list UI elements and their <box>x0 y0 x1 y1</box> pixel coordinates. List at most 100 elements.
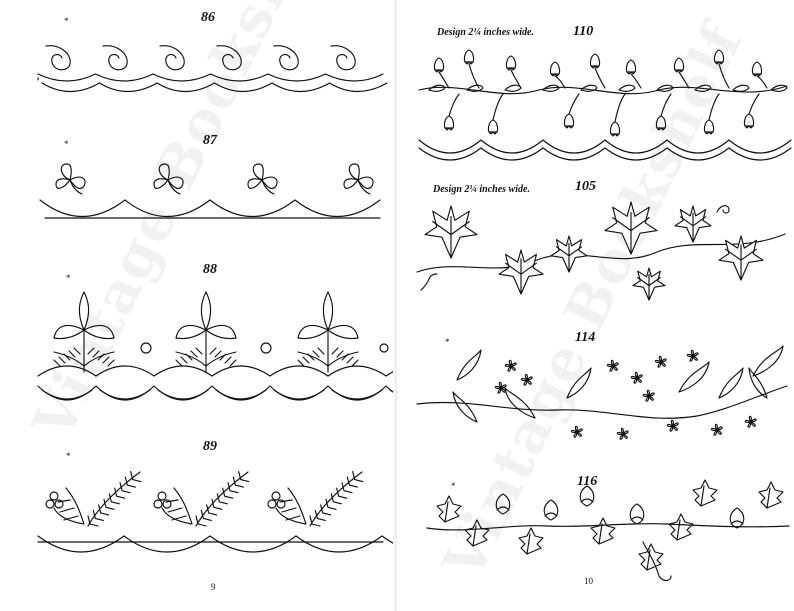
serrated-leaf <box>668 513 694 541</box>
five-petal-flower <box>494 381 507 394</box>
flower-center <box>634 375 640 381</box>
ivy-leaf-veins <box>555 242 583 273</box>
fern-stem <box>309 471 363 527</box>
design-110-caption: Design 2¼ inches wide. <box>437 27 534 38</box>
ivy-leaf-veins <box>612 211 650 255</box>
sprig-stem <box>416 385 788 419</box>
bell-flower <box>703 119 715 135</box>
paisley-motif <box>102 45 128 71</box>
dot-ornament <box>140 342 152 354</box>
design-87-number: 87 <box>203 133 217 148</box>
design-110-number: 110 <box>573 24 594 39</box>
bell-flower <box>487 119 499 135</box>
fern-stem <box>195 471 249 527</box>
paisley-motif <box>159 45 185 71</box>
right-page: Vintage Bookshelf Design 2¼ inches wide.… <box>397 0 794 611</box>
design-87-marker: * <box>64 139 69 149</box>
five-petal-flower <box>630 371 643 384</box>
shamrock-leaf <box>167 176 184 190</box>
berry <box>271 491 281 501</box>
ivy-leaf-veins <box>505 258 537 295</box>
ivy-leaf-veins <box>725 244 757 281</box>
design-116-number: 116 <box>577 474 598 489</box>
fern-side-stem <box>287 487 307 525</box>
shamrock-leaf <box>247 178 263 189</box>
design-114-number: 114 <box>575 330 596 345</box>
berry <box>157 491 167 501</box>
shamrock-leaf <box>261 176 278 190</box>
leaf-top <box>322 291 334 331</box>
design-116-marker: * <box>451 481 456 491</box>
bell-flower <box>673 57 685 73</box>
shamrock-leaf <box>153 178 169 189</box>
shamrock-leaf <box>252 163 264 181</box>
leaf-midrib <box>598 523 603 545</box>
shamrock-leaf <box>55 178 71 189</box>
paisley-motif <box>273 45 299 71</box>
leaf-left <box>53 324 85 340</box>
sprig-leaf <box>504 387 536 419</box>
tendril <box>420 273 438 291</box>
bell-flower <box>743 113 755 129</box>
fern-stem <box>87 471 141 527</box>
serrated-leaf <box>638 543 664 571</box>
design-88-number: 88 <box>203 262 217 277</box>
sprig-leaf <box>718 367 744 399</box>
five-petal-flower <box>616 427 629 440</box>
serrated-leaf <box>436 495 462 523</box>
five-petal-flower <box>606 359 619 372</box>
scallop-inner <box>418 147 792 161</box>
vine-leaves <box>428 84 788 92</box>
scallop-swag-outer <box>39 199 381 217</box>
shamrock-leaf <box>343 178 359 189</box>
five-petal-flower <box>520 373 533 386</box>
scallop-inner <box>41 82 388 93</box>
berry <box>49 491 59 501</box>
shamrock-leaf <box>69 176 86 190</box>
fern-side-fronds <box>57 499 79 521</box>
leaf-midrib <box>444 501 449 523</box>
leaf-right <box>83 324 115 340</box>
berry <box>276 499 286 509</box>
five-petal-flower <box>666 419 679 432</box>
fern-side-stem <box>173 487 193 525</box>
berry <box>162 499 172 509</box>
bell-flower <box>563 113 575 129</box>
design-114-flower-sprig-border <box>416 345 788 440</box>
rose-bud <box>495 493 511 515</box>
sprig-leaf <box>452 391 478 423</box>
flower-center <box>524 377 530 383</box>
design-87-shamrock-border <box>39 163 381 219</box>
design-89-fern-border <box>37 470 469 553</box>
ivy-vine <box>416 233 786 273</box>
leaf-midrib <box>766 487 771 509</box>
flower-center <box>498 385 504 391</box>
left-page: Vintage Bookshelf * 86 * 87 * 88 * 89 9 <box>20 0 469 592</box>
folio-left: 9 <box>211 582 216 592</box>
flower-center <box>670 423 676 429</box>
design-86-scallop-border <box>37 45 388 93</box>
sprig-leaf <box>566 367 592 399</box>
flower-center <box>610 363 616 369</box>
bell-flower <box>433 57 445 73</box>
scallop-outer <box>37 535 469 553</box>
bell-flower <box>463 49 475 65</box>
flower-center <box>646 393 652 399</box>
shamrock-leaf <box>158 163 170 181</box>
leaf-top <box>200 291 212 331</box>
five-petal-flower <box>570 425 583 438</box>
shamrock-leaf <box>357 176 374 190</box>
serrated-leaf <box>590 517 616 545</box>
paisley-motif <box>45 45 71 71</box>
serrated-leaf <box>464 519 490 547</box>
shamrock-leaf <box>60 163 72 181</box>
design-116-rosebud-border <box>426 479 790 582</box>
shamrock-leaf <box>348 163 360 181</box>
sprig-leaf <box>456 349 482 381</box>
flower-center <box>574 429 580 435</box>
berry-stem <box>275 507 307 525</box>
main-vine <box>418 85 788 95</box>
flower-center <box>508 363 514 369</box>
fern-side-fronds <box>165 499 187 521</box>
rose-bud <box>729 507 745 529</box>
